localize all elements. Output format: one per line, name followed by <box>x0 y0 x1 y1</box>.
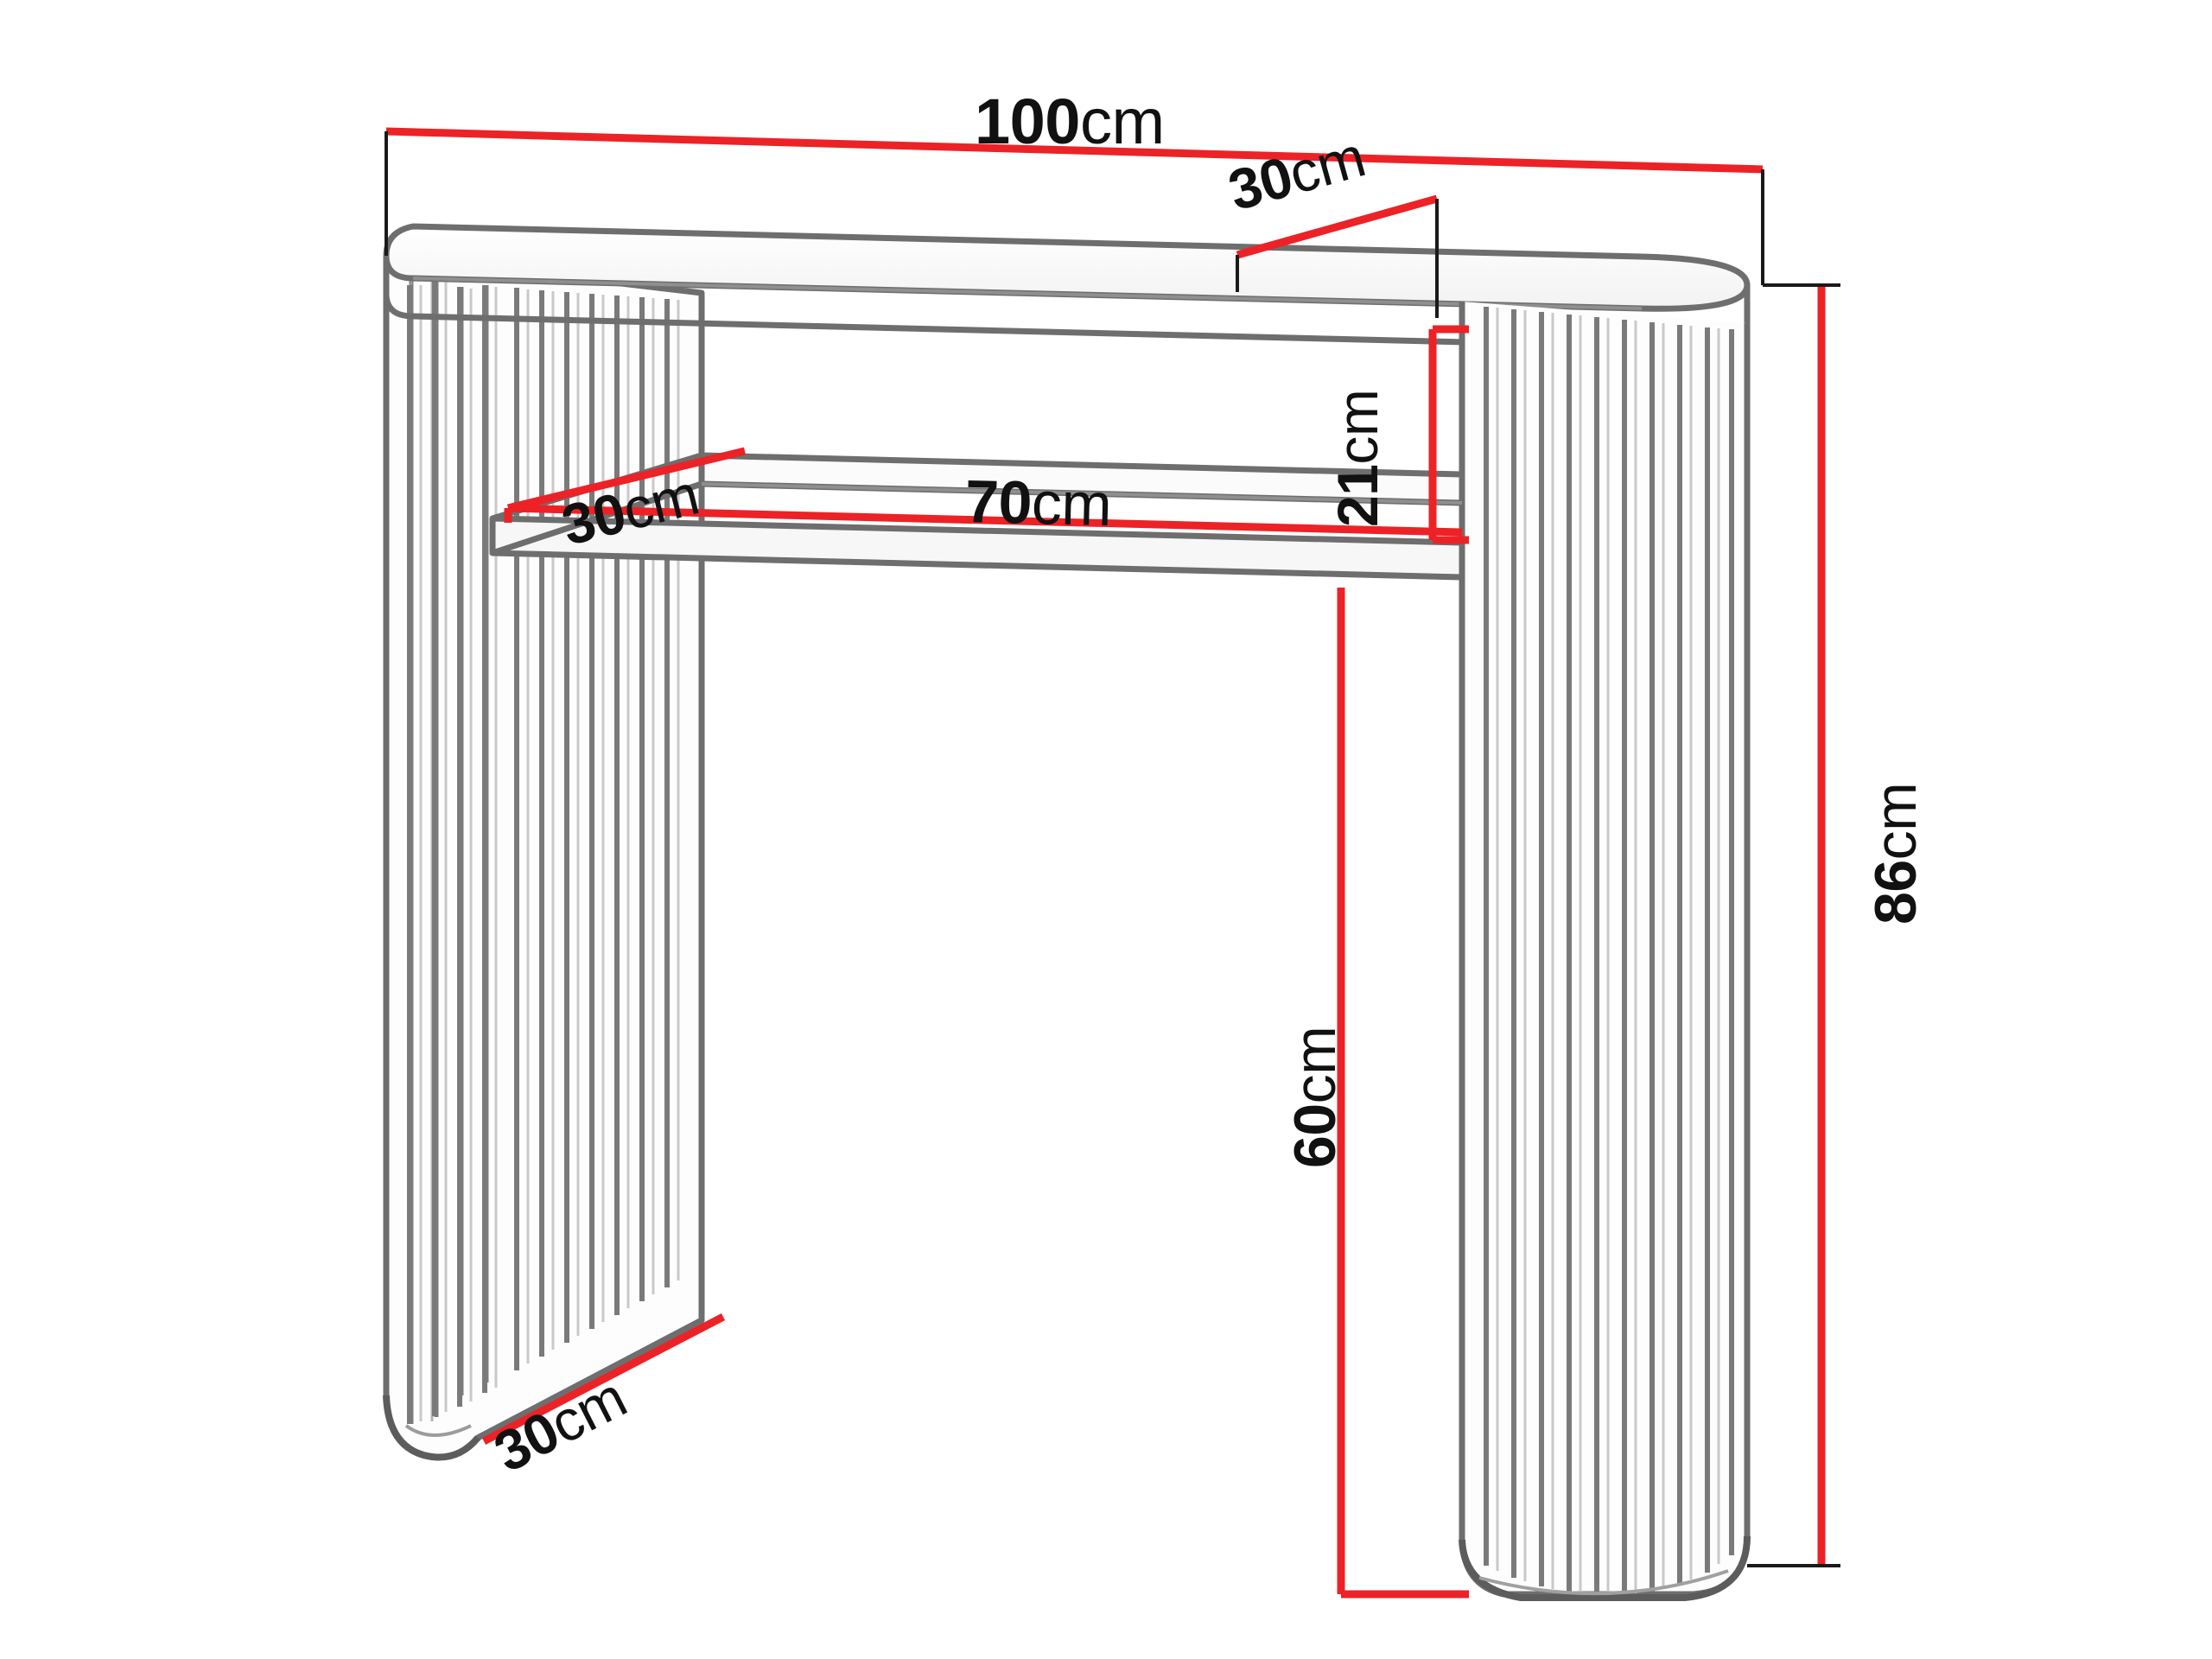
right-leg-panel <box>1459 302 1751 1601</box>
dim-unit-cm-70: cm <box>1031 468 1113 539</box>
dim-label-top-width: 100cm <box>975 90 1165 154</box>
left-leg-slat-highlights <box>419 282 680 1421</box>
dim-value-70: 70 <box>964 467 1033 537</box>
dim-value-21: 21 <box>1325 464 1389 527</box>
right-leg-front-slats <box>1484 307 1734 1594</box>
dim-label-shelf-height: 60cm <box>1282 1027 1348 1168</box>
dim-value-86: 86 <box>1863 860 1929 925</box>
dim-gap-height <box>1428 325 1469 544</box>
dim-base-depth <box>481 1313 726 1445</box>
dim-value-100: 100 <box>975 86 1080 157</box>
dim-label-gap-height: 21cm <box>1325 390 1389 527</box>
dim-unit-cm-60: cm <box>1282 1026 1348 1104</box>
dim-unit-cm-21: cm <box>1325 389 1389 465</box>
right-leg-slat-highlights <box>1496 308 1720 1595</box>
left-leg-panel <box>383 252 705 1461</box>
dim-shelf-width <box>507 504 1463 537</box>
dim-unit-cm-86: cm <box>1863 782 1929 861</box>
dim-total-height <box>1747 283 1840 1567</box>
dim-label-shelf-width: 70cm <box>964 467 1113 539</box>
dim-top-depth <box>1236 194 1439 318</box>
dim-value-60: 60 <box>1282 1103 1348 1168</box>
dim-label-total-height: 86cm <box>1863 783 1929 925</box>
dim-top-width <box>385 127 1764 285</box>
dim-unit-cm-100: cm <box>1079 86 1165 157</box>
left-leg-front-slats <box>407 280 670 1424</box>
dim-shelf-height <box>1337 588 1469 1599</box>
table-opening-edges <box>698 293 1465 474</box>
